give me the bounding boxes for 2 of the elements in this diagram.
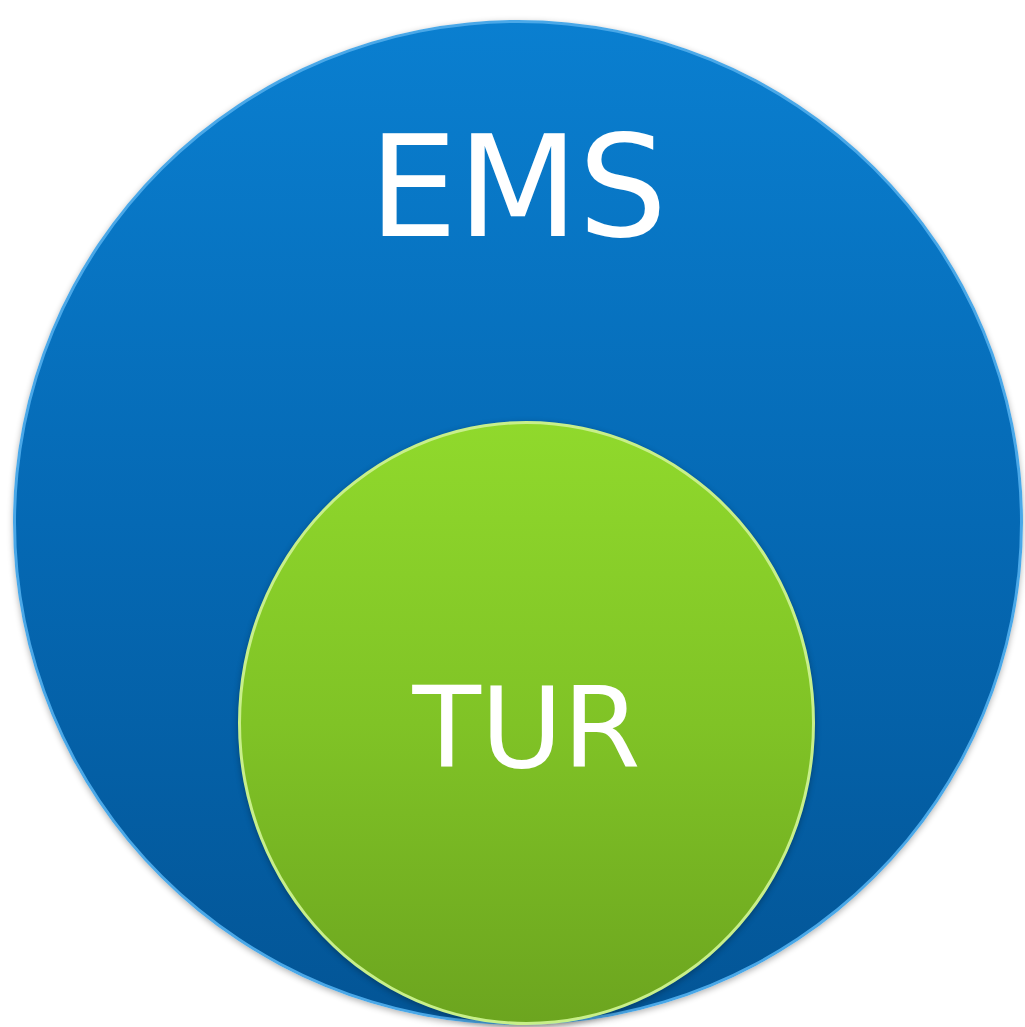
circle-label: EMS	[367, 118, 669, 258]
circle-label: TUR	[411, 672, 642, 784]
